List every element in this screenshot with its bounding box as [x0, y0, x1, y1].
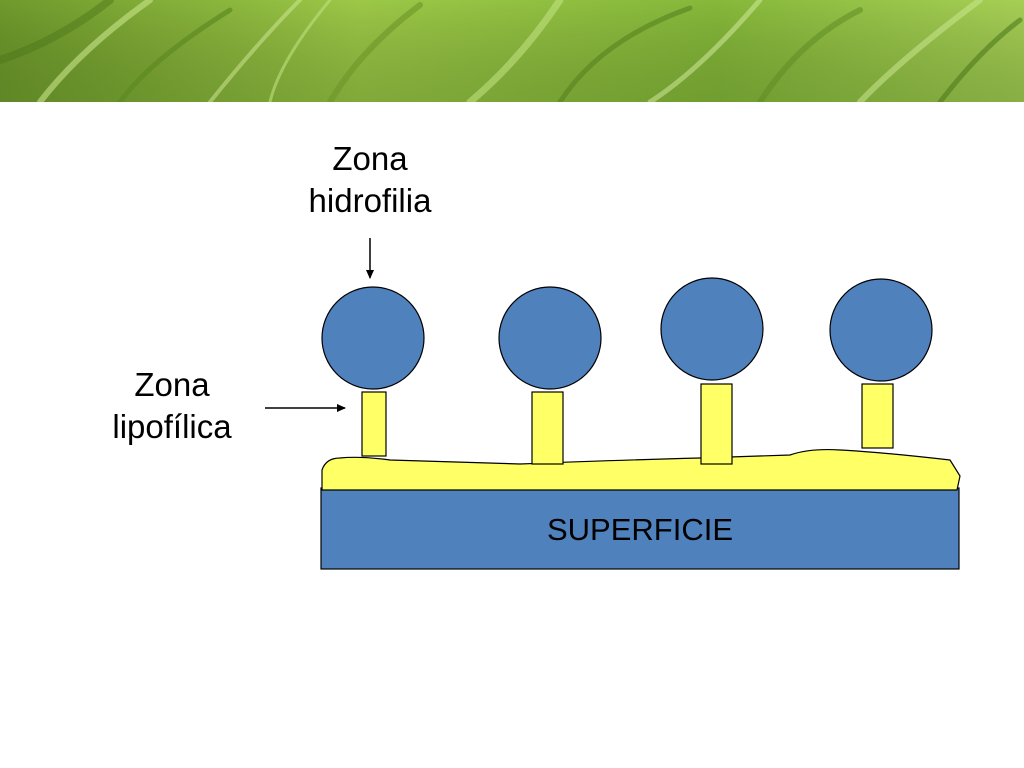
molecule-tail — [700, 383, 733, 465]
molecule-head — [660, 277, 764, 381]
surface-label: SUPERFICIE — [546, 512, 734, 547]
grass-image — [0, 0, 1024, 102]
molecule-head — [829, 278, 933, 382]
molecule — [829, 278, 933, 449]
hydrophilic-zone-label: Zona hidrofilia — [270, 138, 470, 222]
molecule-tail — [361, 391, 387, 457]
molecule-tail — [861, 383, 894, 449]
molecule — [321, 286, 425, 457]
hydrophilic-label-line1: Zona — [332, 140, 408, 177]
hydrophilic-label-line2: hidrofilia — [308, 182, 432, 219]
lipophilic-label-line2: lipofílica — [112, 408, 232, 445]
grass-banner — [0, 0, 1024, 102]
lipophilic-zone-label: Zona lipofílica — [72, 364, 272, 448]
molecule — [660, 277, 764, 465]
molecule-tail — [531, 391, 564, 465]
molecule-head — [321, 286, 425, 390]
lipophilic-label-line1: Zona — [134, 366, 210, 403]
molecule-head — [498, 286, 602, 390]
lipophilic-layer — [321, 448, 961, 491]
molecule — [498, 286, 602, 465]
